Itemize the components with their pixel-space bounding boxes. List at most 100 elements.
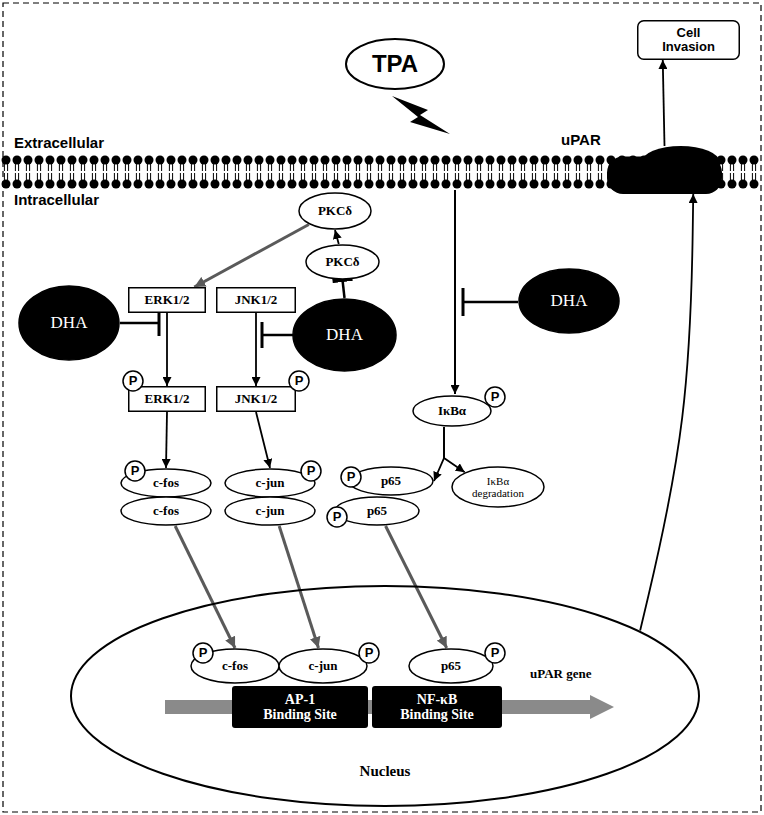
circle-outline <box>301 461 321 481</box>
lipid-tail <box>150 173 151 180</box>
ellipse-outline <box>279 649 367 683</box>
protein-ellipse: p65 <box>334 496 420 526</box>
signal-line <box>454 190 456 394</box>
lipid-tail <box>359 164 360 171</box>
lipid-tail <box>532 164 533 171</box>
lipid-tail <box>114 173 115 180</box>
lipid-tail <box>125 173 126 180</box>
lipid-tail <box>554 164 555 171</box>
node-label: IκBα <box>438 404 466 418</box>
lipid-tail <box>271 173 272 180</box>
lipid-head <box>2 180 11 189</box>
lipid-head <box>233 156 242 165</box>
lipid-tail <box>403 164 404 171</box>
lipid-tail <box>326 164 327 171</box>
lipid-tail <box>279 173 280 180</box>
lipid-tail <box>367 164 368 171</box>
lipid-tail <box>554 173 555 180</box>
lipid-tail <box>282 164 283 171</box>
kinase-box: JNK1/2 <box>216 287 296 313</box>
nucleus-outline <box>71 586 699 806</box>
node-label: DHA <box>551 292 588 311</box>
phospho-label: P <box>307 464 316 478</box>
phospho-circle: P <box>340 466 362 488</box>
lipid-tail <box>378 173 379 180</box>
lipid-tail <box>128 173 129 180</box>
inhibition-connector <box>343 280 345 298</box>
lipid-head <box>376 156 385 165</box>
lipid-head <box>376 180 385 189</box>
lipid-tail <box>158 173 159 180</box>
lipid-tail <box>513 164 514 171</box>
lipid-tail <box>436 164 437 171</box>
lipid-tail <box>125 164 126 171</box>
lipid-tail <box>224 164 225 171</box>
receptor-shape: uPAR <box>607 146 722 194</box>
circle-outline <box>359 643 379 663</box>
lipid-tail <box>92 173 93 180</box>
lipid-head <box>57 180 66 189</box>
lipid-tail <box>378 164 379 171</box>
lipid-tail <box>392 164 393 171</box>
inhibition-line <box>463 301 518 304</box>
lipid-tail <box>213 173 214 180</box>
lipid-tail <box>257 164 258 171</box>
lipid-head <box>475 180 484 189</box>
phospho-label: P <box>295 374 304 388</box>
lipid-tail <box>268 173 269 180</box>
lipid-head <box>79 156 88 165</box>
lipid-tail <box>290 173 291 180</box>
lipid-head <box>541 156 550 165</box>
phospho-label: P <box>491 390 500 404</box>
stimulus-ellipse: TPA <box>345 38 445 90</box>
lipid-head <box>211 156 220 165</box>
receptor-dome <box>642 146 720 179</box>
lipid-tail <box>557 164 558 171</box>
lipid-head <box>541 180 550 189</box>
ellipse-outline <box>519 269 619 333</box>
lipid-head <box>266 180 275 189</box>
lipid-tail <box>521 173 522 180</box>
lipid-head <box>68 156 77 165</box>
lipid-tail <box>499 173 500 180</box>
lipid-head <box>35 156 44 165</box>
phospho-label: P <box>333 510 342 524</box>
lipid-tail <box>117 164 118 171</box>
lipid-head <box>310 180 319 189</box>
node-label: ERK1/2 <box>145 293 190 307</box>
region-label: uPAR gene <box>528 667 594 681</box>
phospho-circle: P <box>192 642 214 664</box>
lipid-tail <box>158 164 159 171</box>
node-label: JNK1/2 <box>235 392 278 406</box>
node-label: p65 <box>367 504 387 518</box>
lipid-head <box>46 156 55 165</box>
lipid-tail <box>51 164 52 171</box>
lipid-head <box>442 156 451 165</box>
lipid-head <box>79 180 88 189</box>
lipid-head <box>354 156 363 165</box>
lipid-tail <box>191 164 192 171</box>
lipid-tail <box>499 164 500 171</box>
phospho-label: P <box>491 646 500 660</box>
box-outline <box>129 387 206 412</box>
lipid-tail <box>422 173 423 180</box>
lipid-tail <box>400 164 401 171</box>
node-label: ERK1/2 <box>145 392 190 406</box>
lipid-head <box>46 180 55 189</box>
protein-ellipse: IκBα <box>412 395 492 427</box>
kinase-box: JNK1/2 <box>216 386 296 412</box>
lipid-tail <box>15 164 16 171</box>
lipid-head <box>739 156 748 165</box>
inhibitor-ellipse: DHA <box>292 298 397 372</box>
lipid-tail <box>521 164 522 171</box>
lipid-head <box>486 156 495 165</box>
lipid-tail <box>447 173 448 180</box>
lipid-head <box>387 156 396 165</box>
lipid-tail <box>304 173 305 180</box>
lipid-tail <box>579 173 580 180</box>
lipid-tail <box>587 173 588 180</box>
ellipse-outline <box>335 497 419 525</box>
node-label: p65 <box>441 659 461 673</box>
phospho-label: P <box>199 646 208 660</box>
node-label: AP-1 Binding Site <box>261 692 339 723</box>
